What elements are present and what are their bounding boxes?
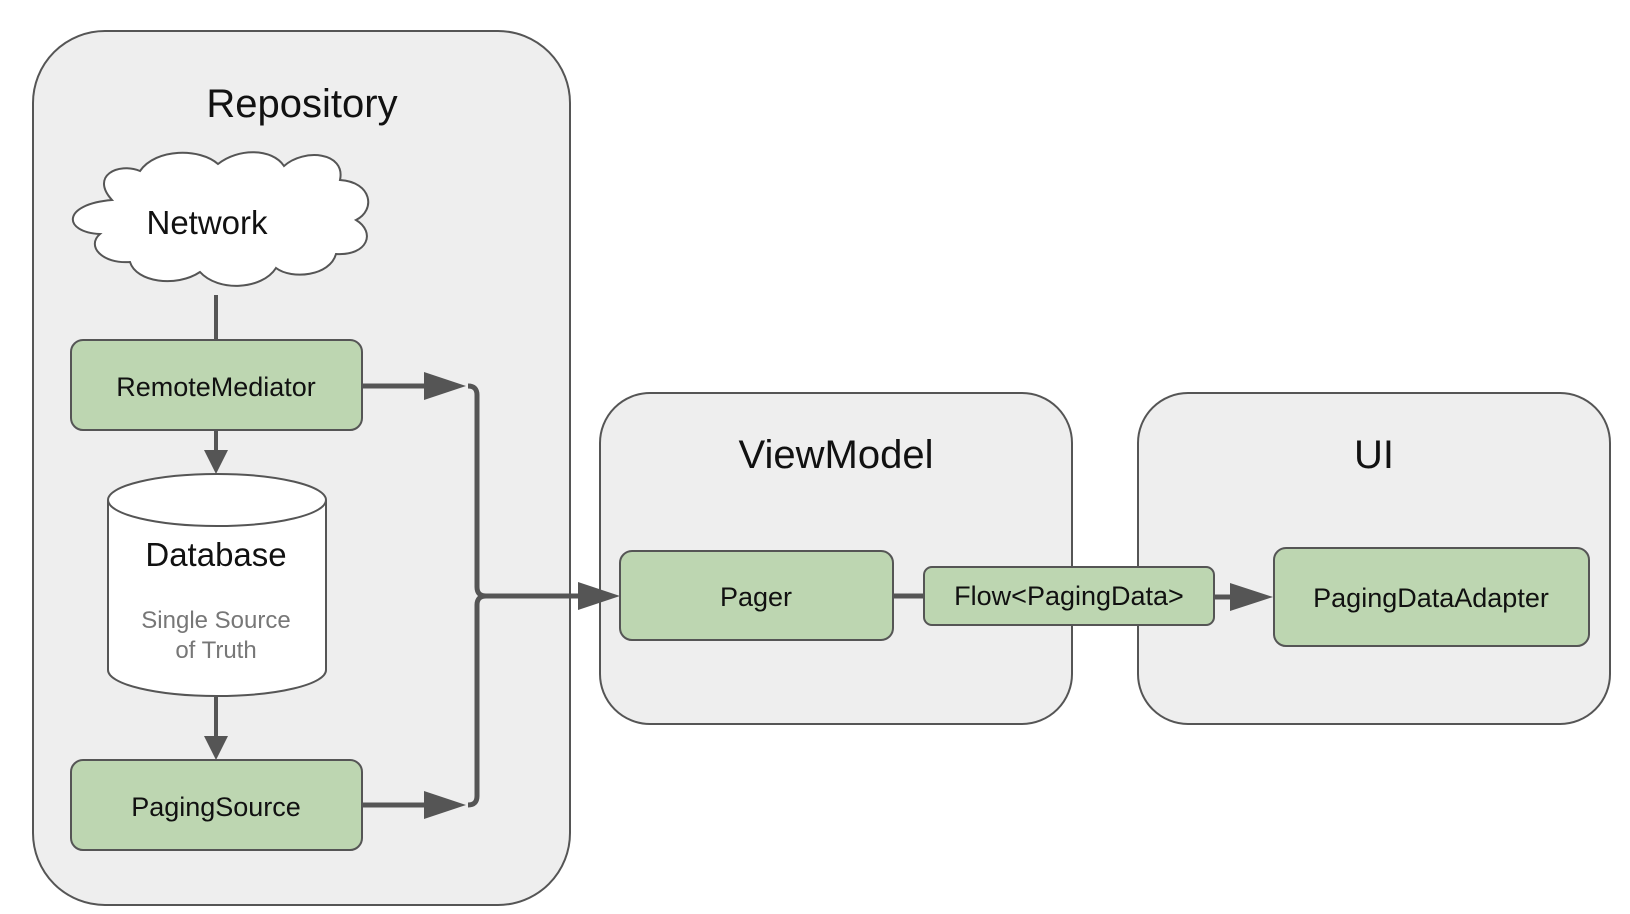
paging-source-label: PagingSource <box>131 792 301 822</box>
cloud-icon <box>71 151 370 287</box>
remote-mediator-label: RemoteMediator <box>116 372 316 402</box>
pagingsource-output-arrowhead <box>424 791 466 819</box>
database-subtitle-line2: of Truth <box>175 637 256 664</box>
database-to-pagingsource-arrowhead <box>204 736 228 760</box>
mediator-to-database-arrowhead <box>204 450 228 474</box>
database-subtitle-line1: Single Source <box>141 607 290 634</box>
paging-data-adapter-label: PagingDataAdapter <box>1313 583 1549 613</box>
flow-to-adapter-arrowhead <box>1230 583 1273 611</box>
ui-title: UI <box>1354 433 1394 477</box>
repository-to-pager-arrowhead <box>578 582 620 610</box>
network-label: Network <box>146 204 268 241</box>
flow-pagingdata-label: Flow<PagingData> <box>954 581 1184 611</box>
network-cloud: Network <box>71 151 370 287</box>
mediator-output-arrowhead <box>424 372 466 400</box>
paging-data-adapter-box <box>1273 547 1590 647</box>
database-label: Database <box>145 536 286 573</box>
repository-title: Repository <box>206 82 397 126</box>
pager-label: Pager <box>720 582 792 612</box>
database-cylinder: Database Single Source of Truth <box>107 473 327 697</box>
database-icon <box>107 473 327 697</box>
database-top-rim <box>107 499 327 527</box>
viewmodel-title: ViewModel <box>739 433 934 477</box>
